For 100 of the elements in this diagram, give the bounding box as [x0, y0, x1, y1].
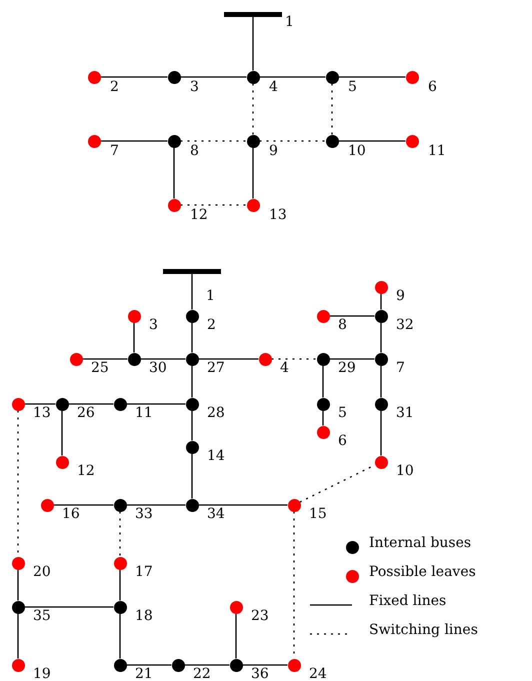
bus-number: 19 [33, 666, 51, 681]
bus-number: 8 [190, 143, 199, 159]
line [380, 366, 382, 398]
line [260, 76, 326, 78]
line [252, 148, 254, 198]
line [54, 504, 114, 506]
bus-number: 12 [190, 207, 208, 223]
line [173, 148, 175, 198]
bus-number: 22 [193, 666, 211, 681]
bus-number: 5 [338, 405, 347, 421]
dotted-line [119, 512, 121, 556]
bus-number: 16 [62, 506, 80, 522]
bus-number: 10 [348, 143, 366, 159]
bus-number: 24 [309, 666, 327, 681]
dotted-line [180, 140, 246, 142]
line [380, 322, 382, 352]
line [198, 504, 288, 506]
bus-number: 5 [348, 79, 357, 95]
line [100, 76, 168, 78]
bus-number: 1 [206, 288, 215, 304]
bus-number: 15 [309, 506, 327, 522]
line [180, 76, 246, 78]
bus-number: 3 [149, 317, 158, 333]
dotted-line [331, 84, 333, 134]
bus-number: 20 [33, 564, 51, 580]
bus-number: 7 [396, 360, 405, 376]
bus-number: 33 [135, 506, 153, 522]
line [322, 410, 324, 426]
line [24, 403, 56, 405]
line [61, 410, 63, 456]
line [140, 358, 186, 360]
line [126, 403, 186, 405]
line [119, 570, 121, 600]
dotted-line [252, 84, 254, 134]
bus-number: 8 [338, 317, 347, 333]
bus-number: 32 [396, 317, 414, 333]
line [191, 274, 193, 310]
bus-number: 27 [207, 360, 225, 376]
line [322, 366, 324, 398]
line [17, 614, 19, 658]
line [68, 403, 114, 405]
bus-number: 36 [251, 666, 269, 681]
bus-number: 1 [285, 14, 294, 30]
legend-label: Switching lines [369, 622, 478, 638]
line [191, 454, 193, 498]
bus-number: 7 [110, 143, 119, 159]
line [24, 606, 114, 608]
legend-label: Fixed lines [369, 593, 446, 609]
bus-number: 3 [190, 79, 199, 95]
line [330, 358, 374, 360]
bus-number: 26 [77, 405, 95, 421]
line [133, 322, 135, 352]
bus-number: 23 [251, 608, 269, 624]
bus-number: 12 [77, 463, 95, 479]
bus-number: 28 [207, 405, 225, 421]
bus-number: 13 [33, 405, 51, 421]
line [338, 140, 406, 142]
bus-number: 2 [207, 317, 216, 333]
bus-number: 21 [135, 666, 153, 681]
line [198, 358, 258, 360]
line [252, 16, 254, 70]
line [126, 504, 186, 506]
bus-number: 30 [149, 360, 167, 376]
bus-number: 9 [396, 288, 405, 304]
bus-number: 6 [338, 433, 347, 449]
bus-number: 4 [269, 79, 278, 95]
line [184, 664, 230, 666]
line [82, 358, 128, 360]
dotted-line [260, 140, 326, 142]
bus-number: 10 [396, 463, 414, 479]
bus-number: 18 [135, 608, 153, 624]
bus-number: 17 [135, 564, 153, 580]
line [126, 664, 172, 666]
bus-number: 25 [91, 360, 109, 376]
line [380, 410, 382, 456]
line [119, 614, 121, 658]
bus-number: 14 [207, 448, 225, 464]
legend-label: Internal buses [369, 535, 472, 551]
line [191, 322, 193, 352]
bus-number: 9 [269, 143, 278, 159]
line [330, 315, 374, 317]
bus-number: 6 [428, 79, 437, 95]
bus-number: 4 [280, 360, 289, 376]
dotted-line [180, 204, 246, 206]
line [235, 614, 237, 658]
bus-number: 31 [396, 405, 414, 421]
bus-number: 11 [135, 405, 153, 421]
line [17, 570, 19, 600]
line [380, 294, 382, 310]
line [338, 76, 406, 78]
bus-number: 13 [269, 207, 287, 223]
dotted-line [272, 358, 316, 360]
bus-number: 34 [207, 506, 225, 522]
bus-number: 35 [33, 608, 51, 624]
legend-label: Possible leaves [369, 564, 476, 580]
bus-number: 11 [428, 143, 446, 159]
line [242, 664, 288, 666]
line [191, 366, 193, 398]
bus-number: 29 [338, 360, 356, 376]
line [191, 410, 193, 440]
